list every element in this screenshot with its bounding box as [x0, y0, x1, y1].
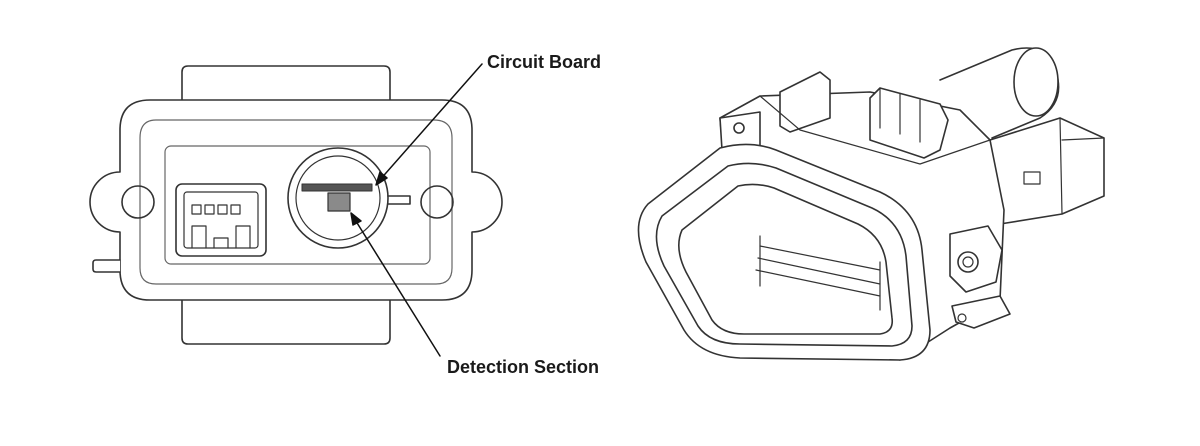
top-clip	[869, 87, 949, 159]
front-left-pin	[92, 259, 121, 273]
circuit-board-label: Circuit Board	[487, 52, 602, 72]
front-face-plate	[164, 145, 431, 265]
detection-section-arrowhead	[350, 212, 362, 226]
leader-lines	[350, 63, 483, 357]
window-side-tab	[387, 195, 411, 205]
side-slot	[1023, 171, 1041, 185]
front-top-tab	[181, 65, 391, 101]
front-view	[89, 65, 503, 345]
left-mount-hole	[121, 185, 155, 219]
connector-housing	[175, 183, 267, 257]
detection-window-outer	[287, 147, 389, 249]
detection-element	[327, 192, 351, 212]
circuit-board	[301, 183, 373, 192]
rear-connector-block	[989, 117, 1105, 225]
front-inner-outline	[139, 119, 453, 285]
front-bottom-tab	[181, 299, 391, 345]
connector-pin-1	[191, 204, 202, 215]
right-ear-hole	[957, 251, 979, 273]
connector-pin-2	[204, 204, 215, 215]
right-mount-ear	[949, 225, 1003, 293]
front-duct-outer	[637, 143, 931, 361]
connector-key	[191, 225, 251, 249]
connector-inner	[183, 191, 259, 249]
detection-window-inner	[295, 155, 381, 241]
circuit-board-arrowhead	[375, 171, 388, 186]
rear-cylinder-end	[1013, 47, 1059, 117]
top-rib	[779, 71, 831, 133]
left-ear-hole	[733, 122, 745, 134]
inner-slot-bot	[755, 269, 881, 297]
perspective-view	[637, 47, 1105, 361]
circuit-board-leader	[377, 63, 483, 183]
detection-section-leader	[353, 217, 441, 357]
inner-slot-top	[759, 245, 881, 271]
front-duct-lip	[655, 162, 913, 347]
right-mount-hole	[420, 185, 454, 219]
inner-slot-mid	[757, 257, 881, 285]
connector-pin-3	[217, 204, 228, 215]
bottom-clip	[951, 295, 1011, 329]
front-duct-opening	[678, 183, 894, 335]
detection-section-label: Detection Section	[447, 357, 600, 377]
connector-pin-4	[230, 204, 241, 215]
